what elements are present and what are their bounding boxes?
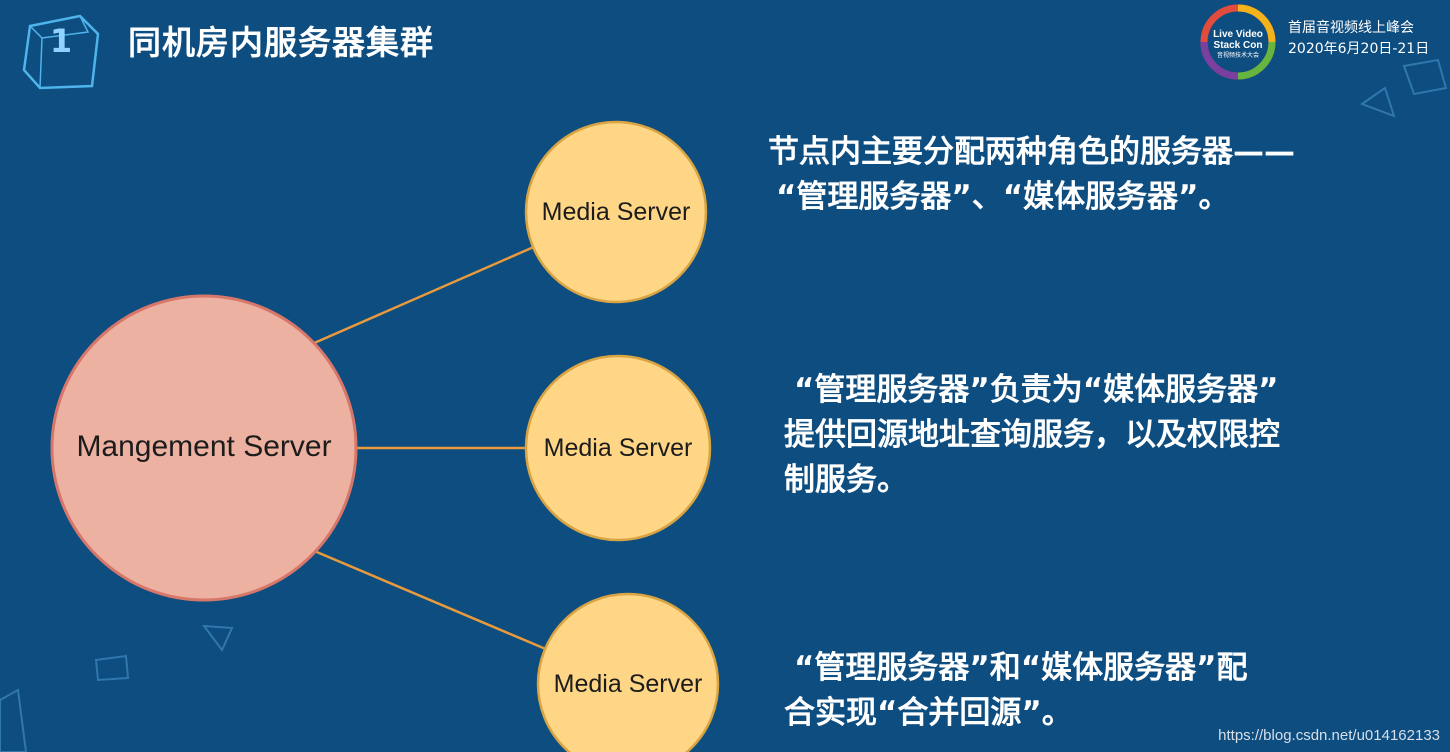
logo-badge-line-3: 音视频技术大会 — [1217, 51, 1259, 59]
media-server-label-1: Media Server — [541, 198, 691, 226]
conference-date: 2020年6月20日-21日 — [1288, 41, 1430, 57]
media-server-node-3 — [536, 592, 720, 752]
media-server-node-1 — [524, 120, 708, 304]
management-server-node — [50, 294, 358, 602]
description-management-line-3: 制服务。 — [784, 462, 908, 498]
description-management-line-2: 提供回源地址查询服务，以及权限控 — [784, 417, 1280, 453]
media-server-label-2: Media Server — [543, 434, 693, 462]
description-roles-line-1: 节点内主要分配两种角色的服务器—— — [768, 134, 1295, 170]
logo-badge-line-2: Stack Con — [1214, 40, 1263, 51]
media-server-label-3: Media Server — [553, 670, 703, 698]
conference-info: 首届音视频线上峰会 2020年6月20日-21日 — [1288, 18, 1429, 60]
conference-name: 首届音视频线上峰会 — [1288, 20, 1414, 36]
slide-number: 1 — [49, 22, 73, 60]
connector-management-media-1 — [311, 244, 537, 346]
description-roles: 节点内主要分配两种角色的服务器—— “管理服务器”、“媒体服务器”。 — [768, 130, 1295, 220]
media-server-node-2 — [524, 354, 712, 542]
management-server-label: Mangement Server — [76, 430, 332, 463]
logo-badge-line-1: Live Video — [1213, 29, 1263, 40]
description-management-line-1: “管理服务器”负责为“媒体服务器” — [794, 372, 1279, 408]
cube-outline-icon — [22, 14, 100, 90]
connector-management-media-3 — [311, 548, 549, 652]
description-cooperation: “管理服务器”和“媒体服务器”配 合实现“合并回源”。 — [784, 646, 1248, 736]
slide-number-badge: 1 — [22, 8, 100, 90]
description-roles-line-2: “管理服务器”、“媒体服务器”。 — [776, 179, 1230, 215]
decor-shapes — [0, 58, 1448, 752]
conference-logo: Live Video Stack Con 音视频技术大会 — [1200, 4, 1276, 80]
slide-title: 同机房内服务器集群 — [128, 23, 434, 62]
watermark: https://blog.csdn.net/u014162133 — [1218, 727, 1440, 744]
description-management: “管理服务器”负责为“媒体服务器” 提供回源地址查询服务，以及权限控 制服务。 — [784, 368, 1280, 503]
description-cooperation-line-1: “管理服务器”和“媒体服务器”配 — [794, 650, 1248, 686]
description-cooperation-line-2: 合实现“合并回源”。 — [784, 695, 1073, 731]
